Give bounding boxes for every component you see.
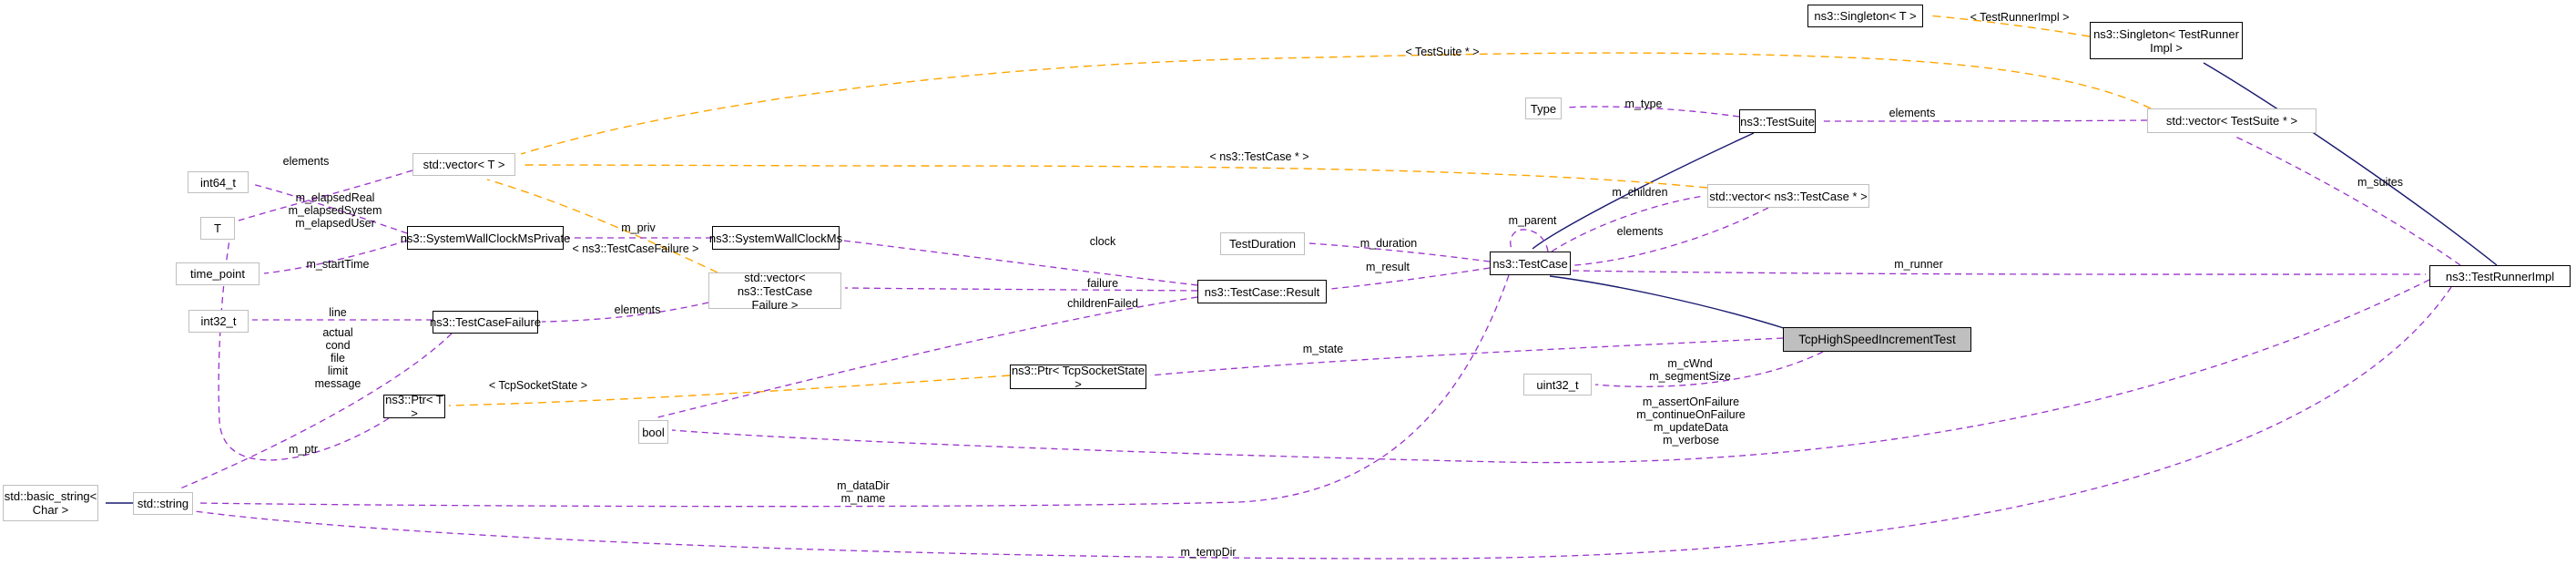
edge-elements-vectorfailure-failure	[541, 302, 709, 323]
node-testcasefailure[interactable]: ns3::TestCaseFailure	[430, 311, 541, 334]
edge-msuites	[2233, 135, 2461, 266]
edge-mcwnd-msegmentsize	[1594, 351, 1824, 387]
edge-tcphighspeed-to-testcase	[1549, 275, 1787, 330]
edge-mstate	[1149, 337, 1784, 376]
edge-testrunner-bools	[671, 279, 2430, 464]
node-systemwallclockmsprivate[interactable]: ns3::SystemWallClockMsPrivate	[401, 226, 570, 250]
edge-elements-vectort-t	[238, 170, 413, 221]
node-uint32-t[interactable]: uint32_t	[1523, 374, 1592, 396]
node-t[interactable]: T	[200, 217, 235, 240]
edge-vectortestcase-to-vectort	[520, 164, 1708, 189]
node-singleton-testrunner-impl[interactable]: ns3::Singleton< TestRunner Impl >	[2090, 22, 2243, 59]
edge-mtype	[1564, 106, 1740, 118]
node-vector-testcase[interactable]: std::vector< ns3::TestCase * >	[1707, 184, 1869, 208]
edge-vectortestsuite-to-vectort	[520, 52, 2152, 155]
edge-mstarttime	[263, 240, 408, 274]
edge-elements-vectortestcase-testcase	[1573, 207, 1769, 266]
node-ptr-t[interactable]: ns3::Ptr< T >	[383, 393, 445, 420]
node-vector-testsuite[interactable]: std::vector< TestSuite * >	[2147, 108, 2316, 133]
edge-mtempdir	[194, 286, 2452, 560]
node-bool[interactable]: bool	[638, 420, 668, 444]
node-testcase[interactable]: ns3::TestCase	[1490, 252, 1571, 275]
edge-singletonimpl-to-singletont	[1928, 15, 2091, 37]
node-testsuite[interactable]: ns3::TestSuite	[1739, 109, 1816, 133]
edge-childrenfailed	[657, 296, 1198, 418]
node-vector-t[interactable]: std::vector< T >	[412, 153, 515, 176]
edge-melapsed	[251, 183, 408, 234]
node-ptr-tcpsocketstate[interactable]: ns3::Ptr< TcpSocketState >	[1010, 363, 1146, 391]
edge-mparent-selfloop	[1510, 229, 1549, 252]
node-testcase-result[interactable]: ns3::TestCase::Result	[1197, 280, 1327, 303]
edge-mresult	[1329, 267, 1491, 290]
edge-failure	[844, 287, 1198, 292]
node-int64-t[interactable]: int64_t	[188, 171, 249, 193]
edge-mduration	[1308, 242, 1491, 262]
node-testduration[interactable]: TestDuration	[1220, 232, 1305, 255]
node-testrunnerimpl[interactable]: ns3::TestRunnerImpl	[2429, 265, 2571, 287]
node-vector-testcasefailure[interactable]: std::vector< ns3::TestCase Failure >	[708, 271, 841, 312]
edge-mptr	[218, 239, 390, 461]
node-tcphighspeedincrementtest: TcpHighSpeedIncrementTest	[1783, 327, 1971, 352]
edge-clock	[842, 240, 1198, 286]
node-std-string[interactable]: std::string	[133, 492, 193, 515]
node-time-point[interactable]: time_point	[176, 262, 260, 285]
node-int32-t[interactable]: int32_t	[188, 310, 249, 333]
edge-mchildren	[1551, 195, 1705, 252]
edge-testsuite-to-testcase	[1532, 132, 1755, 250]
node-singleton-t[interactable]: ns3::Singleton< T >	[1807, 5, 1923, 27]
edge-vectorfailure-to-vectort	[486, 179, 718, 273]
edge-failure-strings	[179, 333, 453, 489]
edge-testrunnerimpl-to-singleton	[2203, 62, 2498, 266]
node-basic-string[interactable]: std::basic_string< Char >	[3, 485, 98, 521]
edge-elements-vectortestsuite-testsuite	[1818, 119, 2148, 122]
node-systemwallclockms[interactable]: ns3::SystemWallClockMs	[709, 226, 842, 250]
node-type[interactable]: Type	[1525, 98, 1562, 119]
edge-mdatadir-mname	[196, 274, 1510, 508]
edge-mrunner	[1572, 270, 2427, 275]
edge-ptrtss-to-ptrt	[448, 375, 1011, 406]
